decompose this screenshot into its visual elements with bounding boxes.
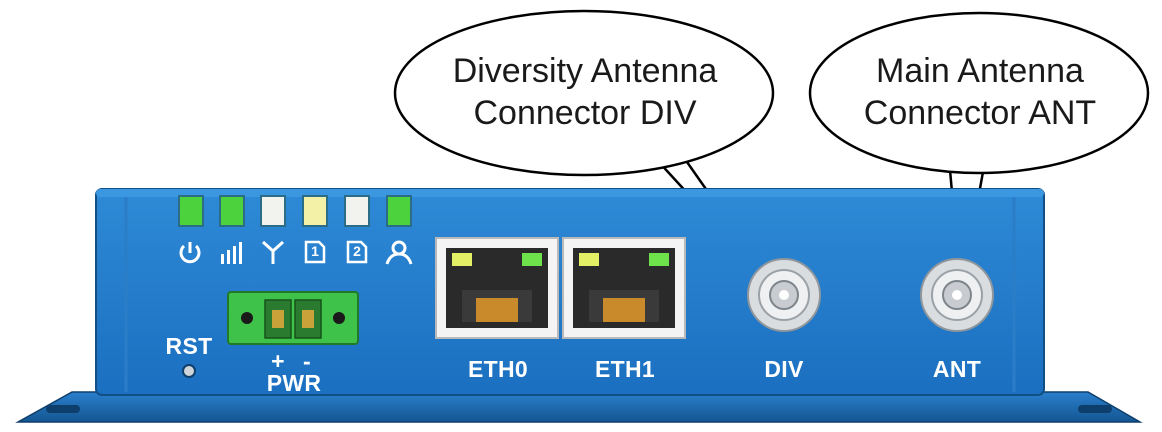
front-panel-top-edge xyxy=(96,189,1044,197)
div-callout-line2: Connector DIV xyxy=(473,94,697,132)
mounting-flange xyxy=(15,391,1143,423)
div-callout-line1: Diversity Antenna xyxy=(452,52,718,90)
signal-bars-icon xyxy=(221,242,242,264)
pwr-label: PWR xyxy=(266,370,322,396)
div-callout-text: Diversity Antenna Connector DIV xyxy=(400,50,770,134)
antenna-icon xyxy=(261,240,285,264)
led-sim2 xyxy=(344,195,370,227)
led-signal xyxy=(219,195,245,227)
led-sim1 xyxy=(302,195,328,227)
pwr-minus-label: - xyxy=(303,348,311,374)
sim-1-icon: 1 xyxy=(303,240,327,264)
div-label: DIV xyxy=(764,356,804,382)
ant-connector-graphic xyxy=(920,258,994,332)
ant-callout-line2: Connector ANT xyxy=(863,94,1097,132)
led-user xyxy=(386,195,412,227)
sim-2-number: 2 xyxy=(353,243,361,259)
pwr-plus-label: + xyxy=(271,348,285,374)
eth1-port-graphic xyxy=(562,237,686,339)
sim-1-number: 1 xyxy=(311,243,319,259)
ant-callout-bubble xyxy=(808,11,1150,175)
led-power xyxy=(178,195,204,227)
ant-callout-text: Main Antenna Connector ANT xyxy=(810,50,1150,134)
eth0-label: ETH0 xyxy=(468,356,528,382)
power-icon xyxy=(179,242,201,264)
div-callout-bubble xyxy=(393,9,775,177)
rst-label: RST xyxy=(165,333,213,359)
eth0-port-graphic xyxy=(435,237,559,339)
sim-2-icon: 2 xyxy=(345,240,369,264)
power-terminal-graphic xyxy=(227,291,359,345)
ant-callout-line1: Main Antenna xyxy=(876,52,1084,90)
div-connector-graphic xyxy=(747,258,821,332)
led-antenna xyxy=(260,195,286,227)
flange-slot-left xyxy=(46,405,80,413)
user-icon xyxy=(385,240,413,265)
reset-hole xyxy=(182,364,196,378)
eth1-label: ETH1 xyxy=(595,356,655,382)
ant-label: ANT xyxy=(932,356,982,382)
flange-slot-right xyxy=(1078,405,1112,413)
